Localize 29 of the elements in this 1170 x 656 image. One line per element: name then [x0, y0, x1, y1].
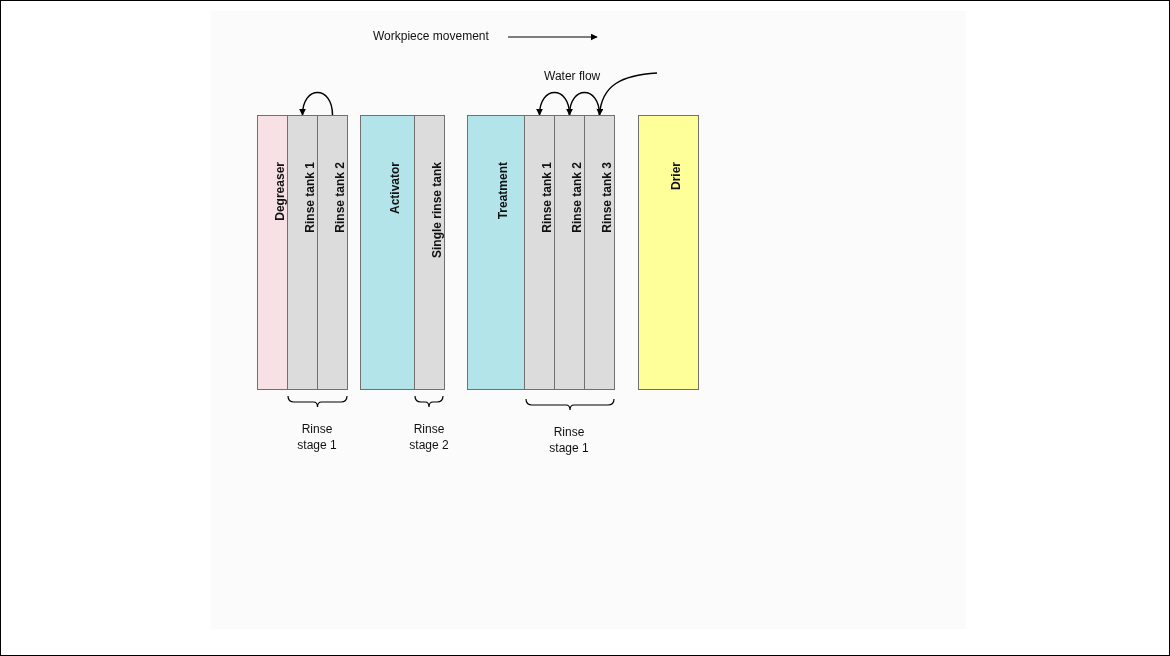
tank	[287, 115, 318, 390]
tank	[524, 115, 555, 390]
tank-label: Rinse tank 2	[569, 162, 584, 233]
flow-arrow	[566, 91, 601, 116]
annotation-label: Water flow	[544, 69, 601, 83]
tank-label: Rinse tank 2	[332, 162, 347, 233]
tank	[584, 115, 615, 390]
tank-label: Rinse tank 1	[302, 162, 317, 233]
tank	[257, 115, 288, 390]
flow-arrow	[299, 91, 334, 116]
tank-label: Drier	[668, 162, 683, 190]
tank	[414, 115, 445, 390]
tank	[360, 115, 415, 390]
stage-label: Rinse stage 1	[296, 421, 338, 453]
tank	[554, 115, 585, 390]
tank-label: Treatment	[496, 162, 510, 220]
tank	[638, 115, 699, 390]
flow-arrow	[596, 72, 658, 116]
tank-label: Degreaser	[272, 162, 287, 221]
stage-label: Rinse stage 2	[408, 421, 450, 453]
tank-label: Single rinse tank	[429, 162, 444, 259]
flow-arrow	[536, 91, 571, 116]
tank-label: Rinse tank 1	[539, 162, 554, 233]
stage-label: Rinse stage 1	[548, 424, 590, 456]
tank	[317, 115, 348, 390]
annotation-label: Workpiece movement	[373, 29, 489, 43]
tank-label: Rinse tank 3	[599, 162, 614, 233]
tank-label: Activator	[387, 162, 402, 214]
tank	[467, 115, 525, 390]
